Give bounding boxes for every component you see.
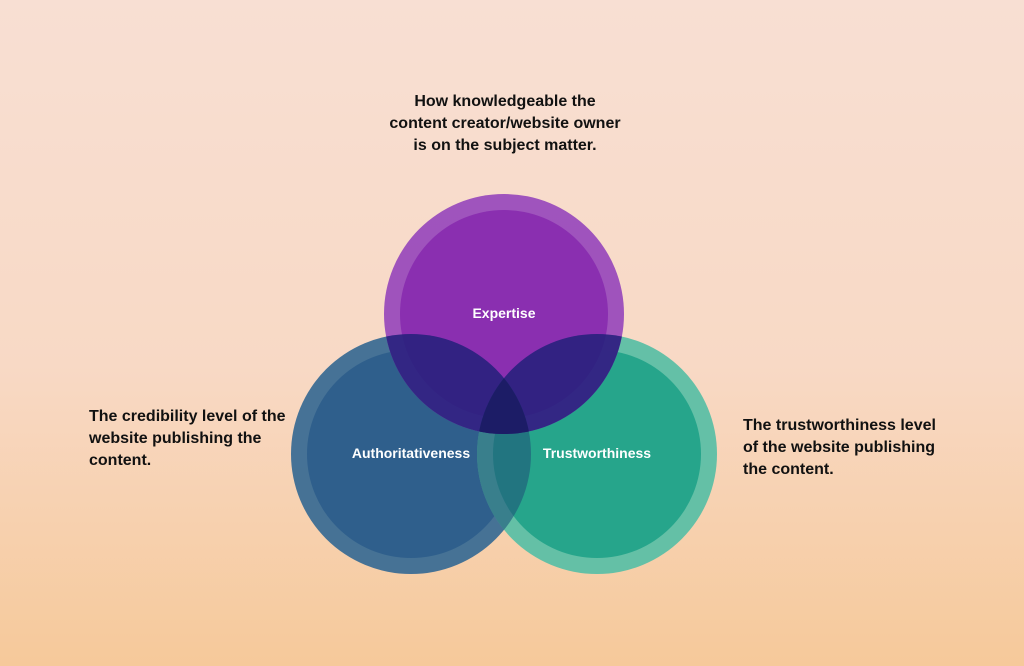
overlap-expertise-authoritativeness — [384, 334, 531, 434]
expertise-description: How knowledgeable the content creator/we… — [389, 93, 621, 154]
trustworthiness-label: Trustworthiness — [543, 445, 651, 461]
authoritativeness-label: Authoritativeness — [352, 445, 470, 461]
expertise-label: Expertise — [472, 305, 535, 321]
trustworthiness-description: The trustworthiness level of the website… — [743, 417, 936, 478]
authoritativeness-description: The credibility level of the website pub… — [89, 408, 286, 469]
overlap-expertise-trustworthiness — [477, 334, 624, 434]
